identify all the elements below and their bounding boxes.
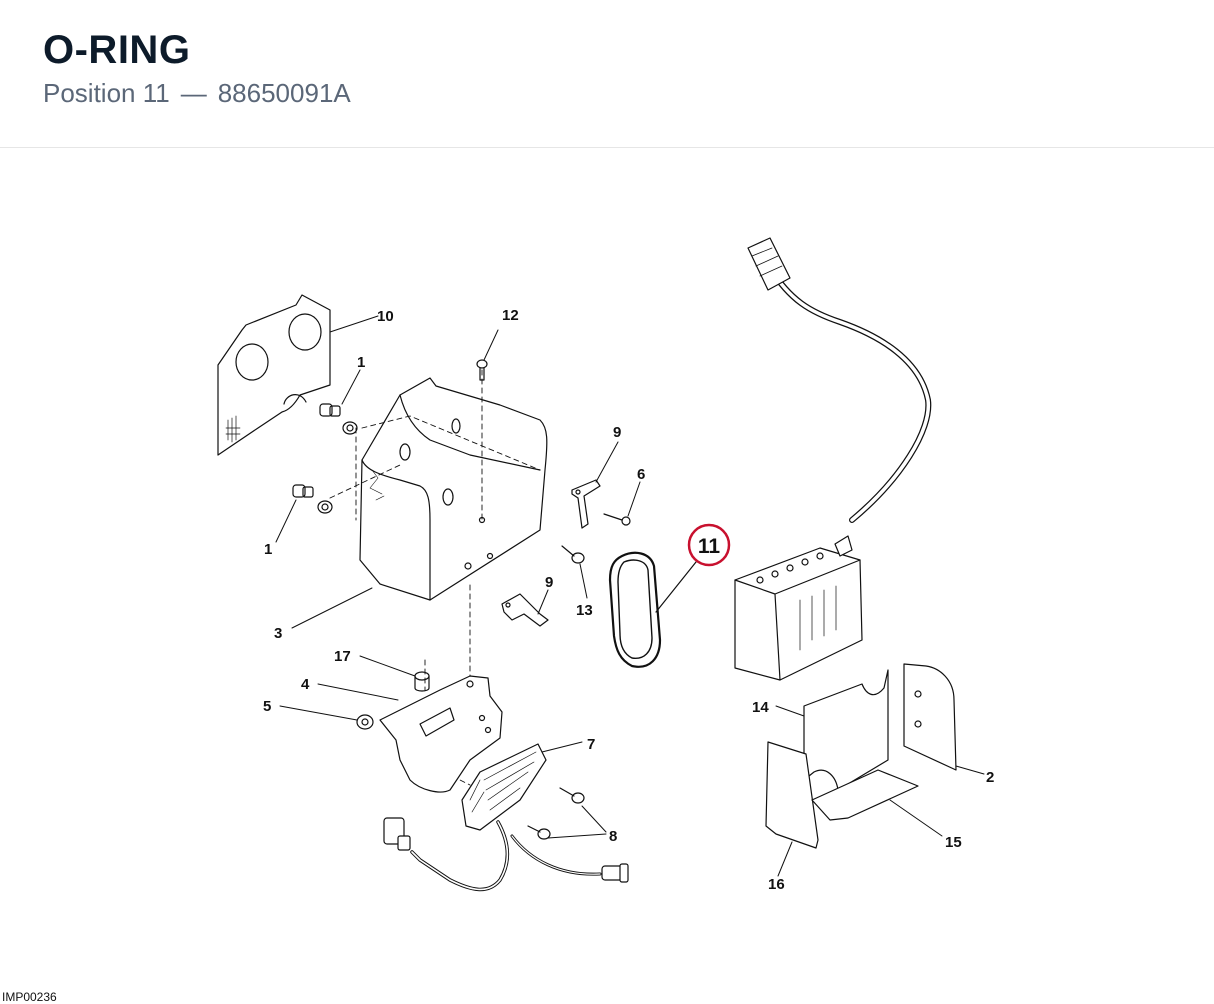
callout-5: 5: [263, 698, 271, 715]
wire-harness-lower: [383, 817, 629, 892]
part-1-grommet-lower: [292, 484, 333, 514]
subtitle-separator: —: [180, 78, 207, 108]
part-9-clip-upper: [571, 479, 601, 529]
part-14-tray-wall: [803, 669, 889, 791]
callout-14: 14: [752, 699, 769, 716]
callout-13: 13: [576, 602, 593, 619]
callout-10: 10: [377, 308, 394, 325]
part-number: 88650091A: [217, 78, 351, 108]
part-10-shield-plate: [217, 294, 331, 456]
callout-12: 12: [502, 307, 519, 324]
part-4-bracket: [379, 675, 503, 793]
part-12-screw: [476, 359, 488, 381]
part-15-tray-base: [811, 769, 919, 821]
part-2-side-plate: [903, 663, 957, 771]
position-text: Position 11: [43, 78, 170, 108]
callout-1-lower: 1: [264, 541, 272, 558]
part-9-clip-lower: [501, 593, 549, 627]
part-5-grommet: [356, 714, 374, 730]
callout-2: 2: [986, 769, 994, 786]
battery-cable-assembly: [734, 237, 932, 681]
callout-11-highlight: 11: [687, 523, 731, 567]
o-ring-leader-line: [655, 561, 697, 613]
part-1-grommet-upper: [319, 403, 358, 435]
callout-3: 3: [274, 625, 282, 642]
leader-lines: [275, 315, 985, 877]
callout-1-upper: 1: [357, 354, 365, 371]
callout-labels: 10 1 12 9 6 1 13 9 3 17 4 5 7 8 14 2 15 …: [263, 307, 994, 893]
callout-6: 6: [637, 466, 645, 483]
page-header: O-RING Position 11 — 88650091A: [0, 0, 1214, 148]
callout-9-upper: 9: [613, 424, 621, 441]
image-code: IMP00236: [2, 990, 57, 1004]
part-16-front-plate: [765, 741, 819, 849]
callout-4: 4: [301, 676, 310, 693]
part-11-o-ring: [608, 551, 662, 668]
part-17-spacer: [414, 671, 430, 692]
page-subtitle: Position 11 — 88650091A: [43, 78, 351, 109]
callout-8: 8: [609, 828, 617, 845]
page-title: O-RING: [43, 28, 191, 72]
part-13-screw: [561, 545, 585, 564]
highlight-ring: [687, 523, 731, 567]
part-8-bolts: [527, 787, 585, 840]
callout-9-lower: 9: [545, 574, 553, 591]
callout-11: 11: [698, 535, 721, 558]
callout-7: 7: [587, 736, 595, 753]
part-6-screw: [603, 513, 631, 526]
callout-16: 16: [768, 876, 785, 893]
exploded-parts-diagram: 10 1 12 9 6 1 13 9 3 17 4 5 7 8 14 2 15 …: [217, 237, 994, 893]
part-7-regulator: [461, 743, 547, 831]
callout-15: 15: [945, 834, 962, 851]
callout-17: 17: [334, 648, 351, 665]
part-3-housing-box: [359, 377, 548, 601]
